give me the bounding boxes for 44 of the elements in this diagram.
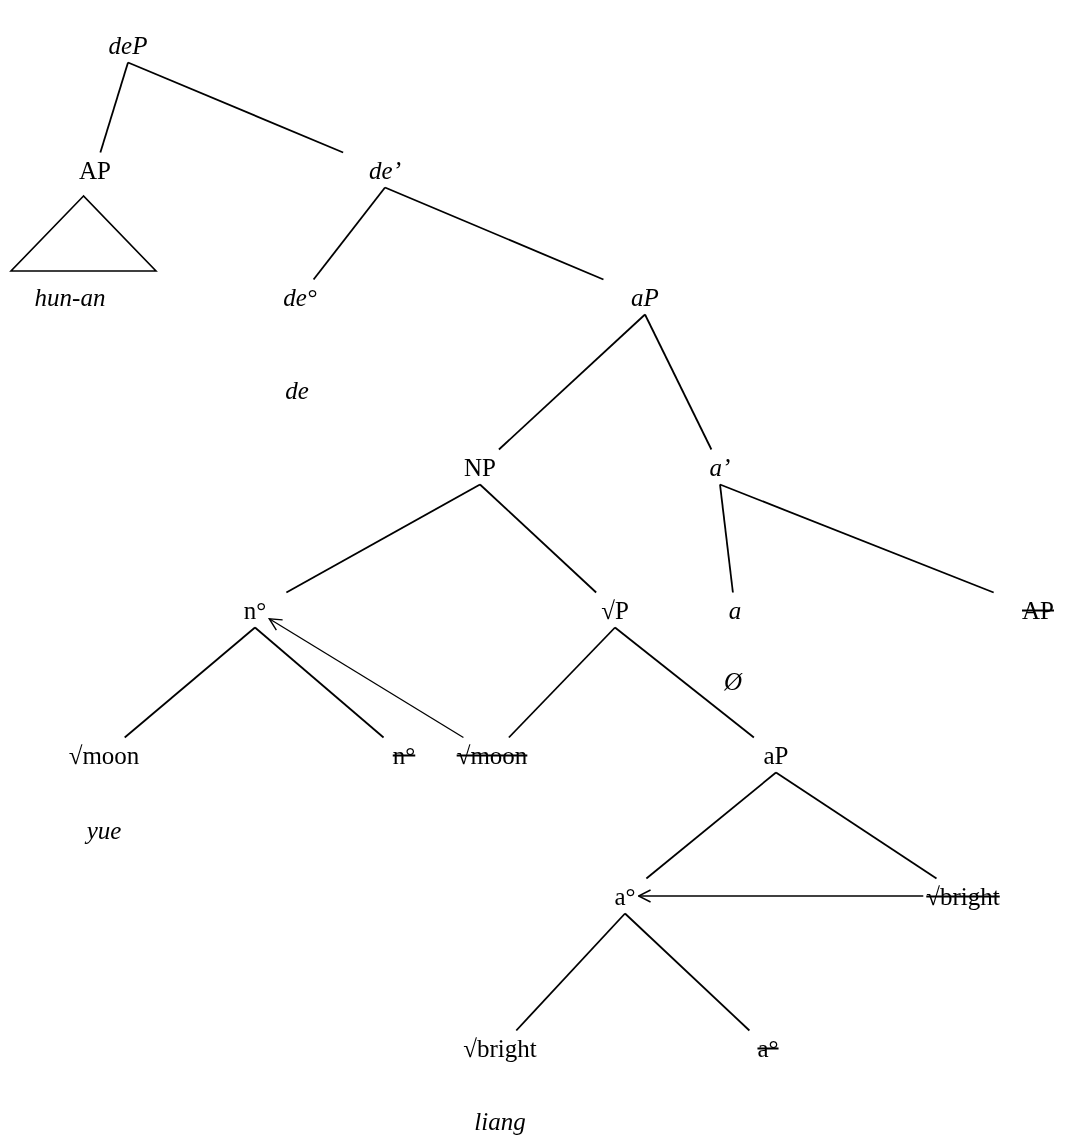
- category-label: √bright: [460, 1030, 540, 1066]
- trace-label: n°: [389, 737, 419, 773]
- branch-line: [254, 626, 385, 739]
- branch-line: [285, 483, 481, 594]
- movement-arrow: [637, 889, 924, 903]
- triangle-symbol: [10, 195, 156, 271]
- branch-line: [123, 626, 256, 739]
- category-label: n°: [240, 592, 270, 628]
- category-label: √moon: [65, 737, 143, 773]
- category-label: a: [725, 592, 745, 628]
- trace-label: AP: [1019, 592, 1057, 628]
- branch-line: [719, 483, 734, 594]
- branch-line: [384, 186, 605, 281]
- category-label: de’: [366, 152, 404, 188]
- category-label: aP: [760, 737, 792, 773]
- category-label: a’: [706, 449, 734, 485]
- gloss-text: de: [284, 375, 310, 406]
- trace-label: √moon: [453, 737, 531, 773]
- branch-line: [479, 483, 598, 594]
- category-label: NP: [461, 449, 499, 485]
- gloss-text: yue: [83, 815, 123, 846]
- branch-line: [644, 313, 713, 451]
- category-label: a°: [611, 878, 639, 914]
- branch-line: [614, 626, 755, 739]
- category-label: deP: [105, 27, 151, 63]
- branch-line: [508, 626, 616, 739]
- branch-line: [719, 483, 995, 594]
- branch-line: [312, 186, 386, 281]
- branch-line: [127, 61, 345, 154]
- category-label: hun-an: [31, 279, 109, 315]
- category-label: AP: [76, 152, 114, 188]
- category-label: √P: [598, 592, 632, 628]
- category-label: aP: [628, 279, 662, 315]
- category-label: de°: [280, 279, 320, 315]
- trace-label: a°: [754, 1030, 782, 1066]
- branch-line: [515, 912, 626, 1032]
- branch-line: [775, 771, 938, 880]
- branch-line: [498, 313, 646, 451]
- gloss-text: liang: [473, 1106, 527, 1137]
- branch-line: [624, 912, 751, 1032]
- trace-label: √bright: [923, 878, 1003, 914]
- branch-line: [99, 61, 129, 154]
- branch-line: [645, 771, 777, 880]
- movement-arrow: [268, 618, 465, 739]
